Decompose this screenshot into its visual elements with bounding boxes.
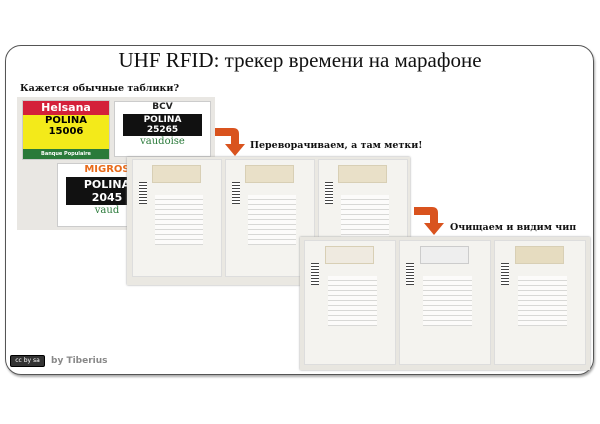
bib-name: POLINA (44, 115, 88, 126)
bib-number: 15006 (48, 126, 84, 137)
bib-footer: vaud (94, 205, 120, 216)
bib-name: POLINA (143, 115, 182, 125)
bib-sponsor: Helsana (23, 101, 109, 115)
caption-clean-chip: Очищаем и видим чип (450, 222, 577, 233)
bib-footer: vaudoise (140, 136, 185, 147)
arrow-down-right-icon (414, 207, 444, 235)
photo-exposed-chips (300, 237, 590, 370)
caption-flip-over: Переворачиваем, а там метки! (250, 140, 423, 151)
author-credit: by Tiberius (51, 356, 108, 366)
bib-number: 2045 (91, 191, 123, 204)
bib-footer: Banque Populaire (23, 149, 109, 159)
slide-frame (5, 45, 594, 375)
caption-looks-normal: Кажется обычные таблики? (20, 83, 180, 94)
bib-name: POLINA (83, 178, 131, 191)
bib-sponsor: MIGROS (84, 164, 130, 175)
bib-number: 25265 (146, 125, 179, 135)
cc-license-icon: cc by sa (10, 355, 45, 367)
slide-title: UHF RFID: трекер времени на марафоне (118, 48, 482, 72)
arrow-down-right-icon (215, 128, 245, 156)
bib-sponsor: BCV (152, 102, 173, 112)
footer: cc by sa by Tiberius (10, 355, 108, 367)
bib-helsana: Helsana POLINA 15006 Banque Populaire (22, 100, 110, 160)
